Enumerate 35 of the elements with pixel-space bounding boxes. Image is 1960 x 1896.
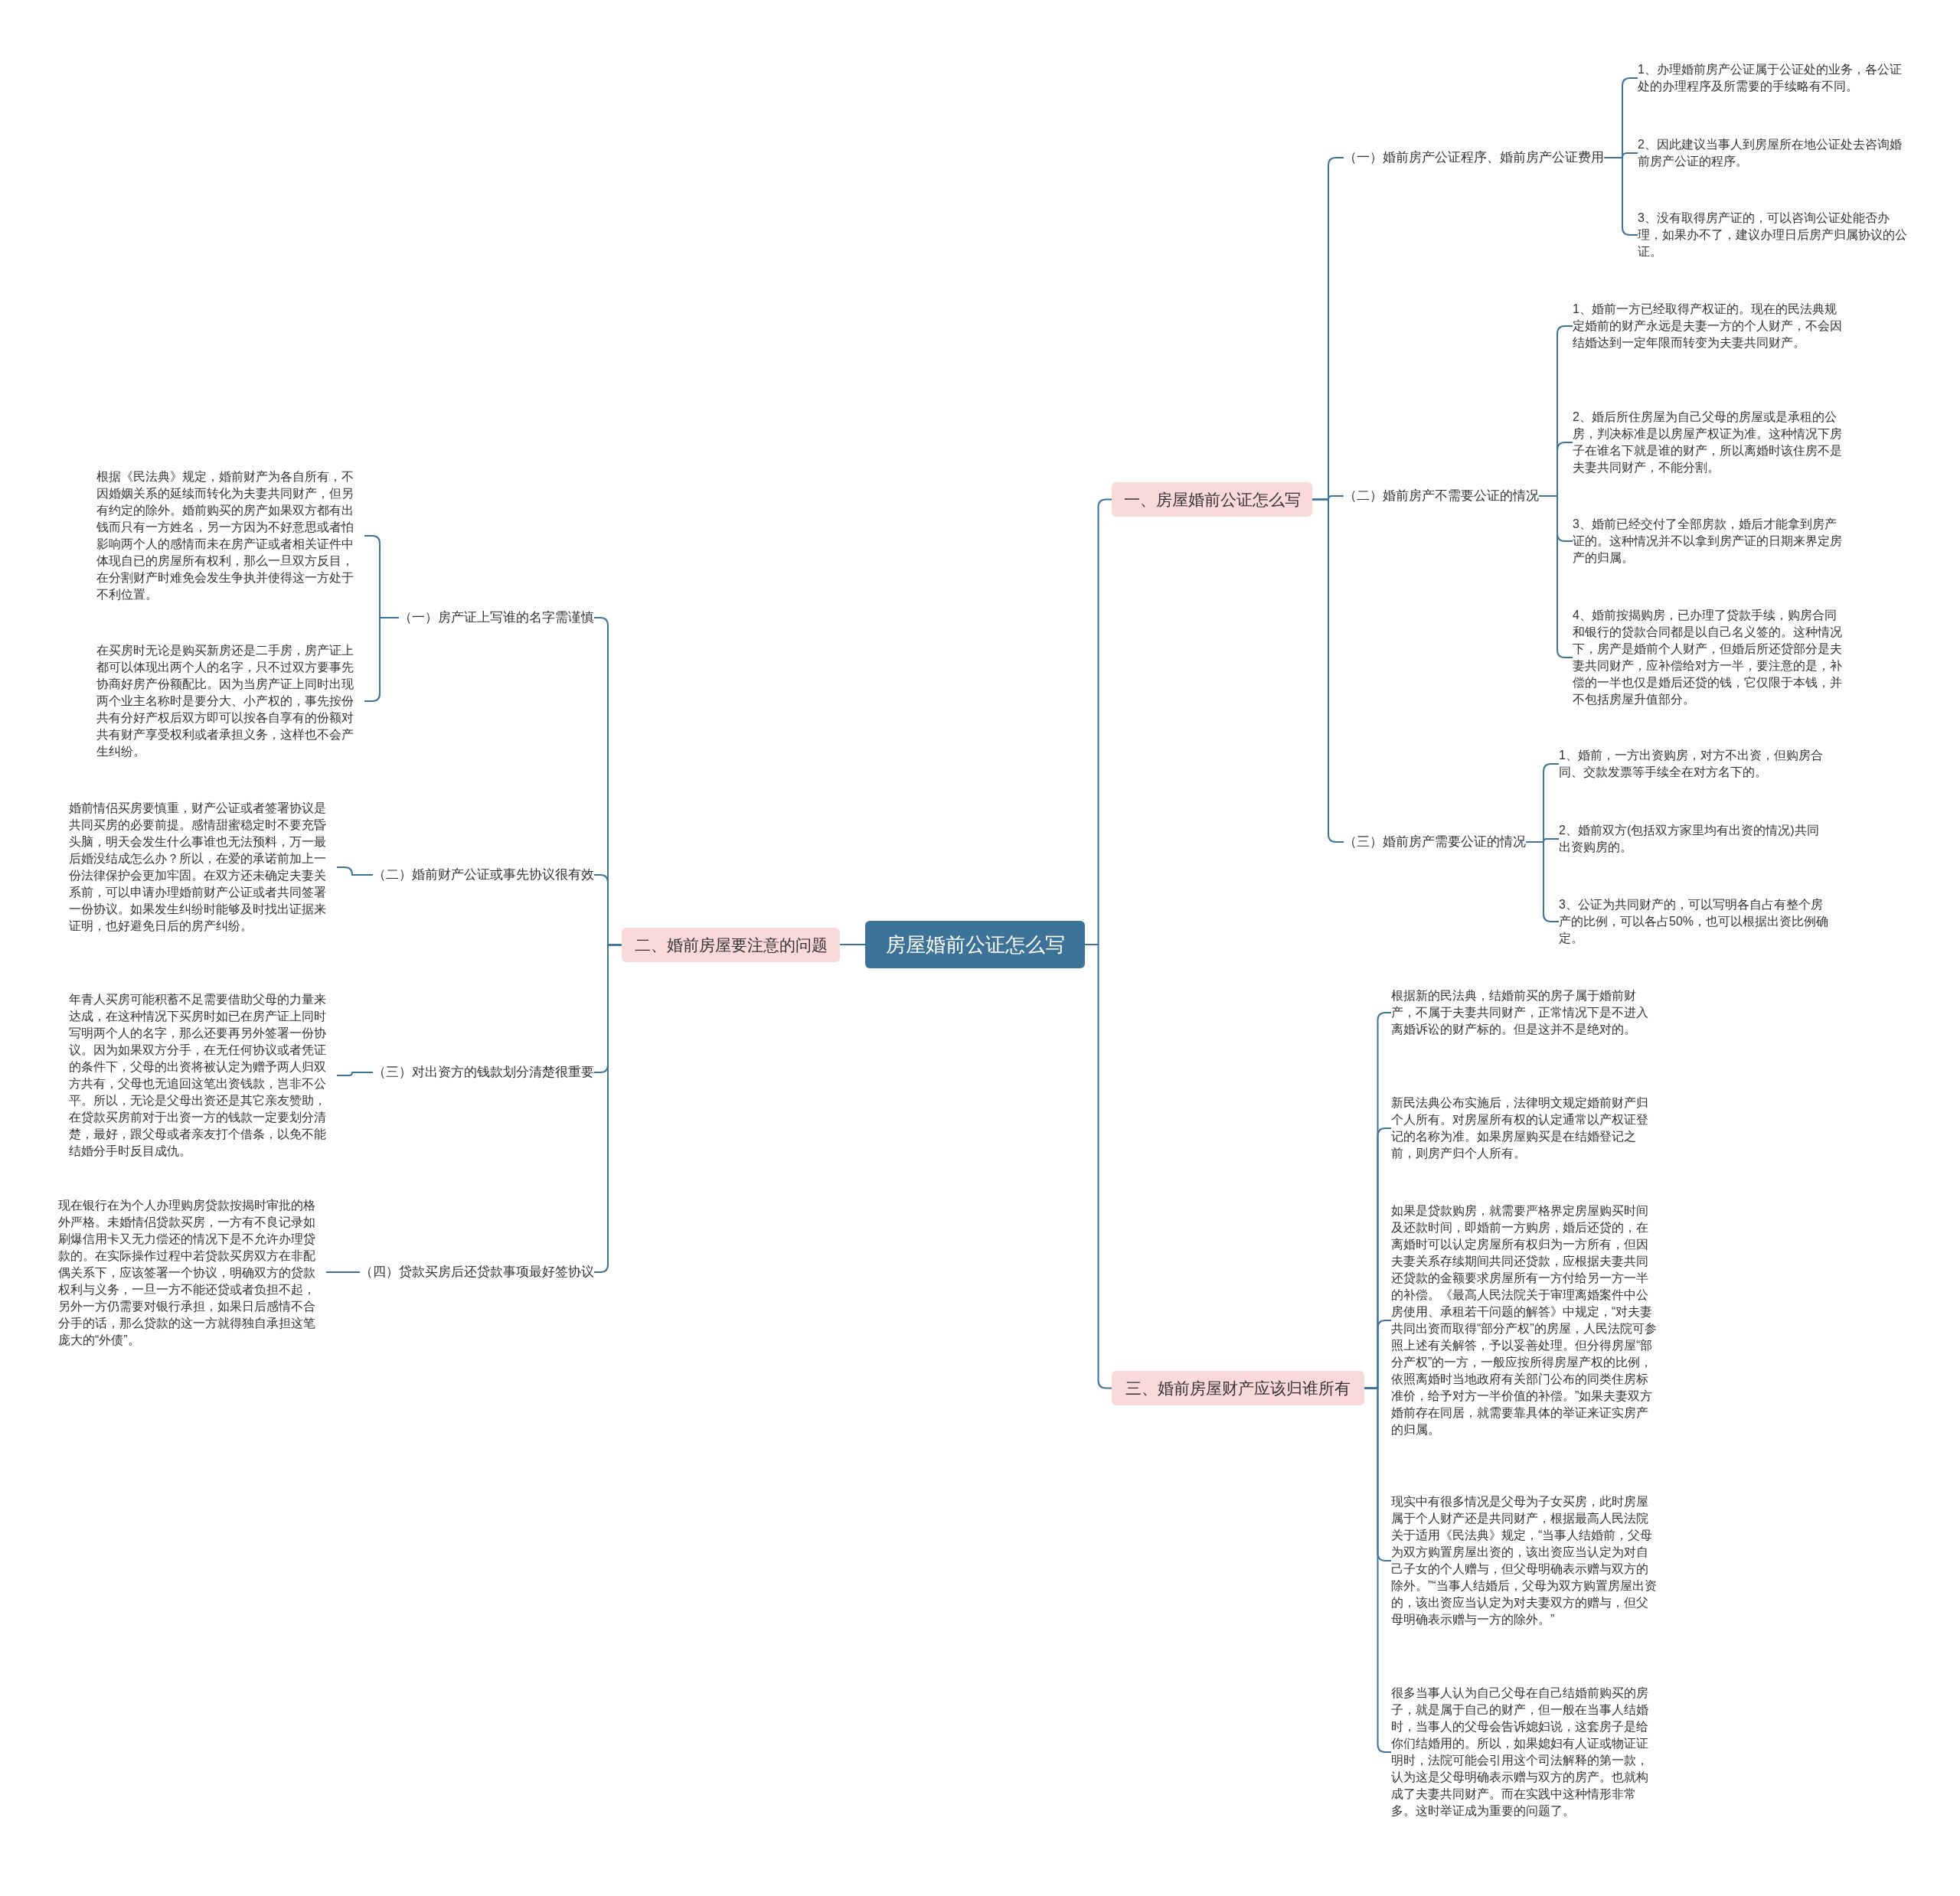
subtopic-text: （三）婚前房产需要公证的情况 [1344, 833, 1526, 851]
connector-line [336, 866, 374, 876]
detail-text: 3、公证为共同财产的，可以写明各自占有整个房产的比例，可以各占50%，也可以根据出资比例确定。 [1559, 896, 1831, 947]
branch-topic-box: 二、婚前房屋要注意的问题 [622, 928, 840, 962]
detail-text: 很多当事人认为自己父母在自己结婚前购买的房子，就是属于自己的财产，但一般在当事人结婚时，当事人的父母会告诉媳妇说，这套房子是给你们结婚用的。所以，如果媳妇有人证或物证证明时，法院可能会引用这个司法解释的第一款，认为这是父母明确表示赠与双方的房产。也就构成了夫妻共同财产。而在实践中这种情形非常多。这时举证成为重要的问题了。 [1391, 1685, 1659, 1819]
detail-text: 3、没有取得房产证的，可以咨询公证处能否办理，如果办不了，建议办理日后房产归属协议的公证。 [1638, 210, 1913, 260]
subtopic-text: （一）房产证上写谁的名字需谨慎 [399, 609, 594, 627]
detail-text: 3、婚前已经交付了全部房款，婚后才能拿到房产证的。这种情况并不以拿到房产证的日期来界定房产的归属。 [1573, 516, 1844, 566]
detail-text: 现实中有很多情况是父母为子女买房，此时房屋属于个人财产还是共同财产，根据最高人民法院关于适用《民法典》规定，“当事人结婚前，父母为双方购置房屋出资的，该出资应当认定为对自己子女的个人赠与，但父母明确表示赠与双方的除外。”“当事人结婚后，父母为双方购置房屋出资的，该出资应当认定为对夫妻双方的赠与，但父母明确表示赠与一方的除外。” [1391, 1493, 1659, 1628]
detail-text: 根据《民法典》规定，婚前财产为各自所有，不因婚姻关系的延续而转化为夫妻共同财产，但另有约定的除外。婚前购买的房产如果双方都有出钱而只有一方姓名，另一方因为不好意思或者怕影响两个人的感情而未在房产证或者相关证件中体现自已的房屋所有权利，那么一旦双方反目，在分割财产时难免会发生争执并使得这一方处于不利位置。 [96, 468, 364, 603]
branch-topic-box: 三、婚前房屋财产应该归谁所有 [1112, 1371, 1364, 1405]
subtopic-text: （四）贷款买房后还贷款事项最好签协议 [360, 1263, 594, 1281]
connector-line [325, 1271, 361, 1273]
detail-text: 2、婚前双方(包括双方家里均有出资的情况)共同出资购房的。 [1559, 822, 1831, 856]
detail-text: 2、因此建议当事人到房屋所在地公证处去咨询婚前房产公证的程序。 [1638, 136, 1913, 170]
subtopic-text: （一）婚前房产公证程序、婚前房产公证费用 [1344, 148, 1604, 167]
detail-text: 年青人买房可能积蓄不足需要借助父母的力量来达成，在这种情况下买房时如已在房产证上同时写明两个人的名字，那么还要再另外签署一份协议。因为如果双方分手，在无任何协议或者凭证的条件下，父母的出资将被认定为赠予两人归双方共有，父母也无追回这笔出资钱款，岂非不公平。所以，无论是父母出资还是其它亲友赞助，在贷款买房前对于出资一方的钱款一定要划分清楚，最好，跟父母或者亲友打个借条，以免不能结婚分手时反目成仇。 [69, 991, 337, 1160]
detail-text: 1、婚前，一方出资购房，对方不出资，但购房合同、交款发票等手续全在对方名下的。 [1559, 747, 1831, 781]
detail-text: 新民法典公布实施后，法律明文规定婚前财产归个人所有。对房屋所有权的认定通常以产权证登记的名称为准。如果房屋购买是在结婚登记之前，则房产归个人所有。 [1391, 1095, 1659, 1162]
detail-text: 如果是贷款购房，就需要严格界定房屋购买时间及还款时间，即婚前一方购房，婚后还贷的，在离婚时可以认定房屋所有权归为一方所有，但因夫妻关系存续期间共同还贷款，应根据夫妻共同还贷款的金额要求房屋所有一方付给另一方一半的补偿。《最高人民法院关于审理离婚案件中公房使用、承租若干问题的解答》中规定，“对夫妻共同出资而取得“部分产权”的房屋，人民法院可参照上述有关解答，予以妥善处理。但分得房屋“部分产权”的一方，一般应按所得房屋产权的比例，依照离婚时当地政府有关部门公布的同类住房标准价，给予对方一半价值的补偿。”如果夫妻双方婚前存在同居，就需要靠具体的举证来证实房产的归属。 [1391, 1203, 1659, 1438]
detail-text: 婚前情侣买房要慎重，财产公证或者签署协议是共同买房的必要前提。感情甜蜜稳定时不要充昏头脑，明天会发生什么事谁也无法预料，万一最后婚没结成怎么办？所以，在爱的承诺前加上一份法律保护会更加牢固。在双方还未确定夫妻关系前，可以申请办理婚前财产公证或者共同签署一份协议。如果发生纠纷时能够及时找出证据来证明，也好避免日后的房产纠纷。 [69, 800, 337, 935]
connector-line [336, 1072, 374, 1076]
subtopic-text: （二）婚前房产不需要公证的情况 [1344, 487, 1539, 505]
central-topic-box: 房屋婚前公证怎么写 [865, 921, 1085, 968]
subtopic-text: （三）对出资方的钱款划分清楚很重要 [373, 1063, 594, 1082]
branch-topic-box: 一、房屋婚前公证怎么写 [1112, 482, 1312, 517]
detail-text: 在买房时无论是购买新房还是二手房，房产证上都可以体现出两个人的名字，只不过双方要事先协商好房产份额配比。因为当房产证上同时出现两个业主名称时是要分大、小产权的，事先按份共有分好产权后双方即可以按各自享有的份额对共有财产享受权利或者承担义务，这样也不会产生纠纷。 [96, 642, 364, 760]
detail-text: 4、婚前按揭购房，已办理了贷款手续，购房合同和银行的贷款合同都是以自己名义签的。这种情况下，房产是婚前个人财产，但婚后所还贷部分是夫妻共同财产，应补偿给对方一半，要注意的是，补偿的一半也仅是婚后还贷的钱，它仅限于本钱，并不包括房屋升值部分。 [1573, 607, 1844, 708]
subtopic-text: （二）婚前财产公证或事先协议很有效 [373, 866, 594, 884]
detail-text: 根据新的民法典，结婚前买的房子属于婚前财产，不属于夫妻共同财产，正常情况下是不进入离婚诉讼的财产标的。但是这并不是绝对的。 [1391, 987, 1659, 1038]
detail-text: 1、办理婚前房产公证属于公证处的业务，各公证处的办理程序及所需要的手续略有不同。 [1638, 61, 1913, 95]
connector-line [839, 944, 866, 945]
detail-text: 现在银行在为个人办理购房贷款按揭时审批的格外严格。未婚情侣贷款买房，一方有不良记录如刷爆信用卡又无力偿还的情况下是不允许办理贷款的。在实际操作过程中若贷款买房双方在非配偶关系下，应该签署一个协议，明确双方的贷款权利与义务，一旦一方不能还贷或者负担不起，另外一方仍需要对银行承担，如果日后感情不合分手的话，那么贷款的这一方就得独自承担这笔庞大的“外债”。 [58, 1197, 326, 1349]
detail-text: 2、婚后所住房屋为自己父母的房屋或是承租的公房，判决标准是以房屋产权证为准。这种情况下房子在谁名下就是谁的财产，所以离婚时该住房不是夫妻共同财产，不能分割。 [1573, 409, 1844, 476]
detail-text: 1、婚前一方已经取得产权证的。现在的民法典规定婚前的财产永远是夫妻一方的个人财产，不会因结婚达到一定年限而转变为夫妻共同财产。 [1573, 301, 1844, 351]
